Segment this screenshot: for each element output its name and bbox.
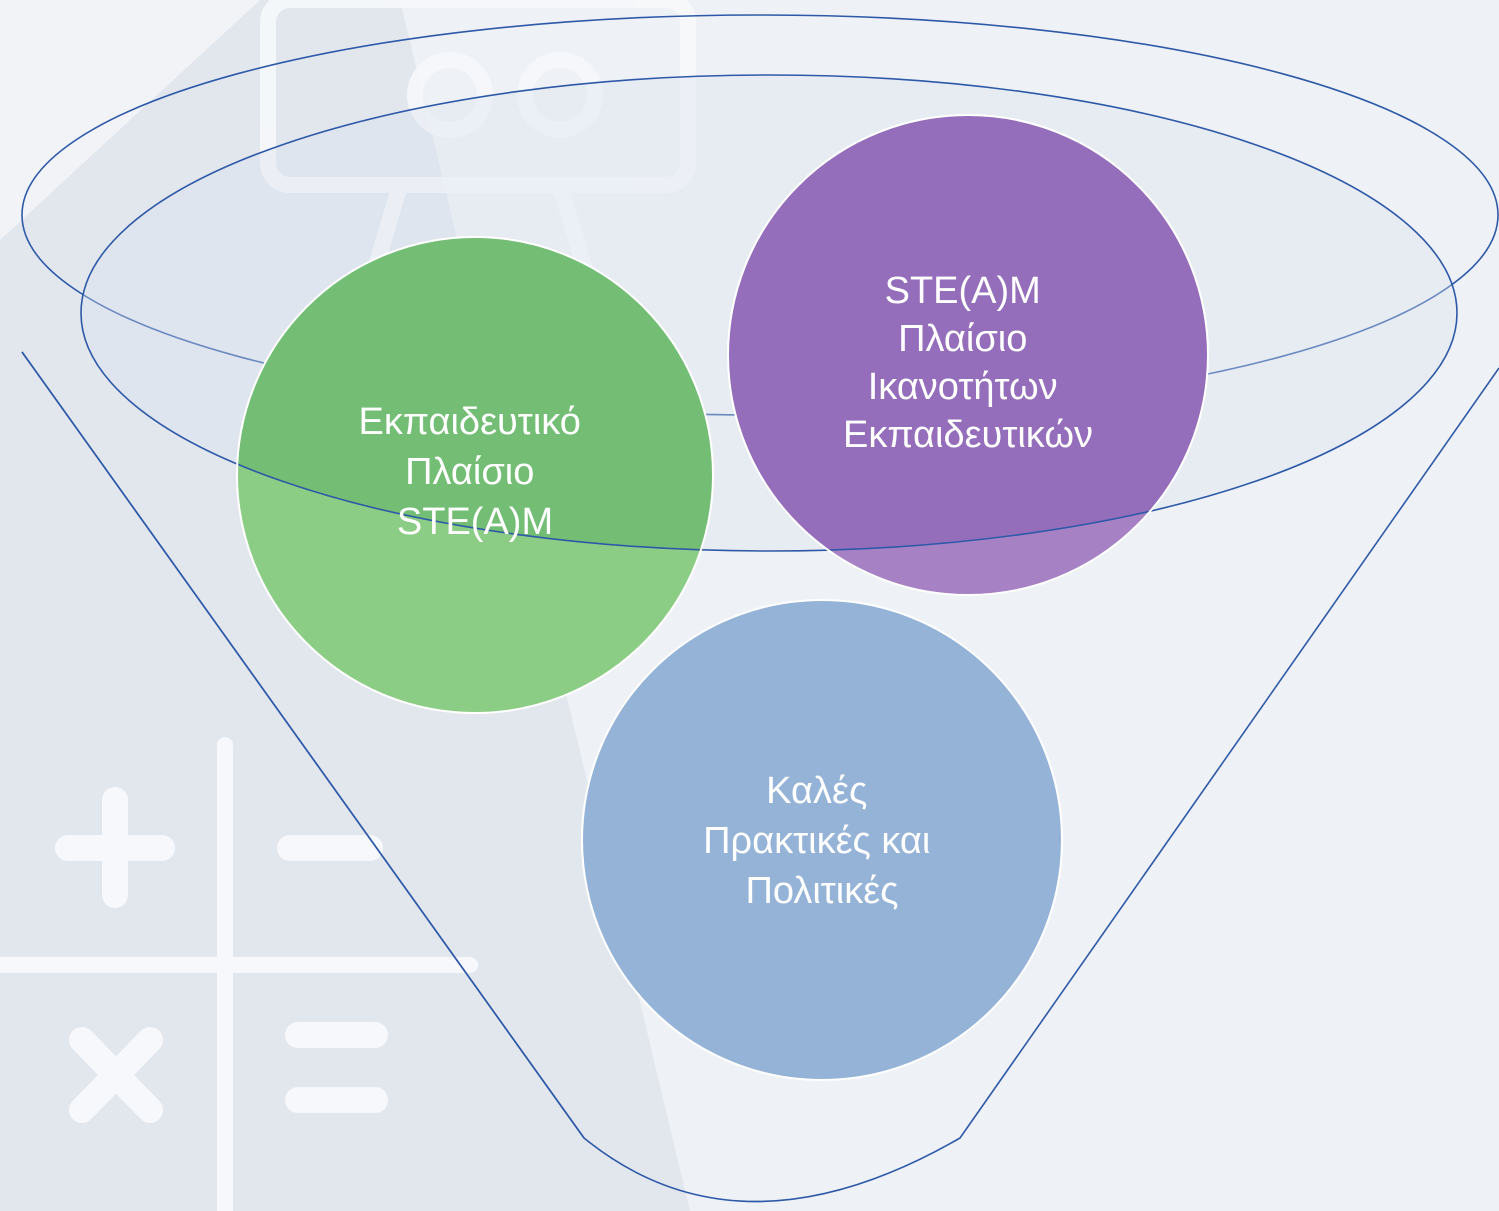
- funnel-body: [21, 351, 1499, 1203]
- label-line: Ικανοτήτων: [868, 366, 1058, 408]
- label-teacher-competences: STE(A)M Πλαίσιο Ικανοτήτων Εκπαιδευτικών: [843, 270, 1093, 456]
- funnel-inner-rim: [80, 74, 1458, 552]
- label-good-practices: Καλές Πρακτικές και Πολιτικές: [703, 770, 941, 912]
- label-line: Εκπαιδευτικών: [843, 414, 1093, 456]
- circle-border-educational-framework: [236, 236, 714, 714]
- label-line: Πλαίσιο: [898, 318, 1027, 360]
- times-icon: [69, 1027, 163, 1123]
- label-line: STE(A)M: [397, 501, 553, 543]
- equals-icon: [285, 1022, 388, 1113]
- label-educational-framework: Εκπαιδευτικό Πλαίσιο STE(A)M: [359, 401, 592, 543]
- label-line: Καλές: [766, 770, 867, 812]
- background-panel-light: [0, 0, 260, 240]
- funnel-body-overlay: [21, 351, 585, 1139]
- plus-icon: [55, 787, 175, 908]
- circle-good-practices: [581, 599, 1063, 1081]
- label-line: Εκπαιδευτικό: [359, 401, 581, 443]
- grid-lines: [0, 737, 478, 1211]
- label-line: STE(A)M: [885, 270, 1041, 312]
- circle-border-teacher-competences: [727, 114, 1209, 596]
- label-line: Πολιτικές: [745, 870, 898, 912]
- label-line: Πλαίσιο: [405, 451, 534, 493]
- label-line: Πρακτικές και: [703, 820, 930, 862]
